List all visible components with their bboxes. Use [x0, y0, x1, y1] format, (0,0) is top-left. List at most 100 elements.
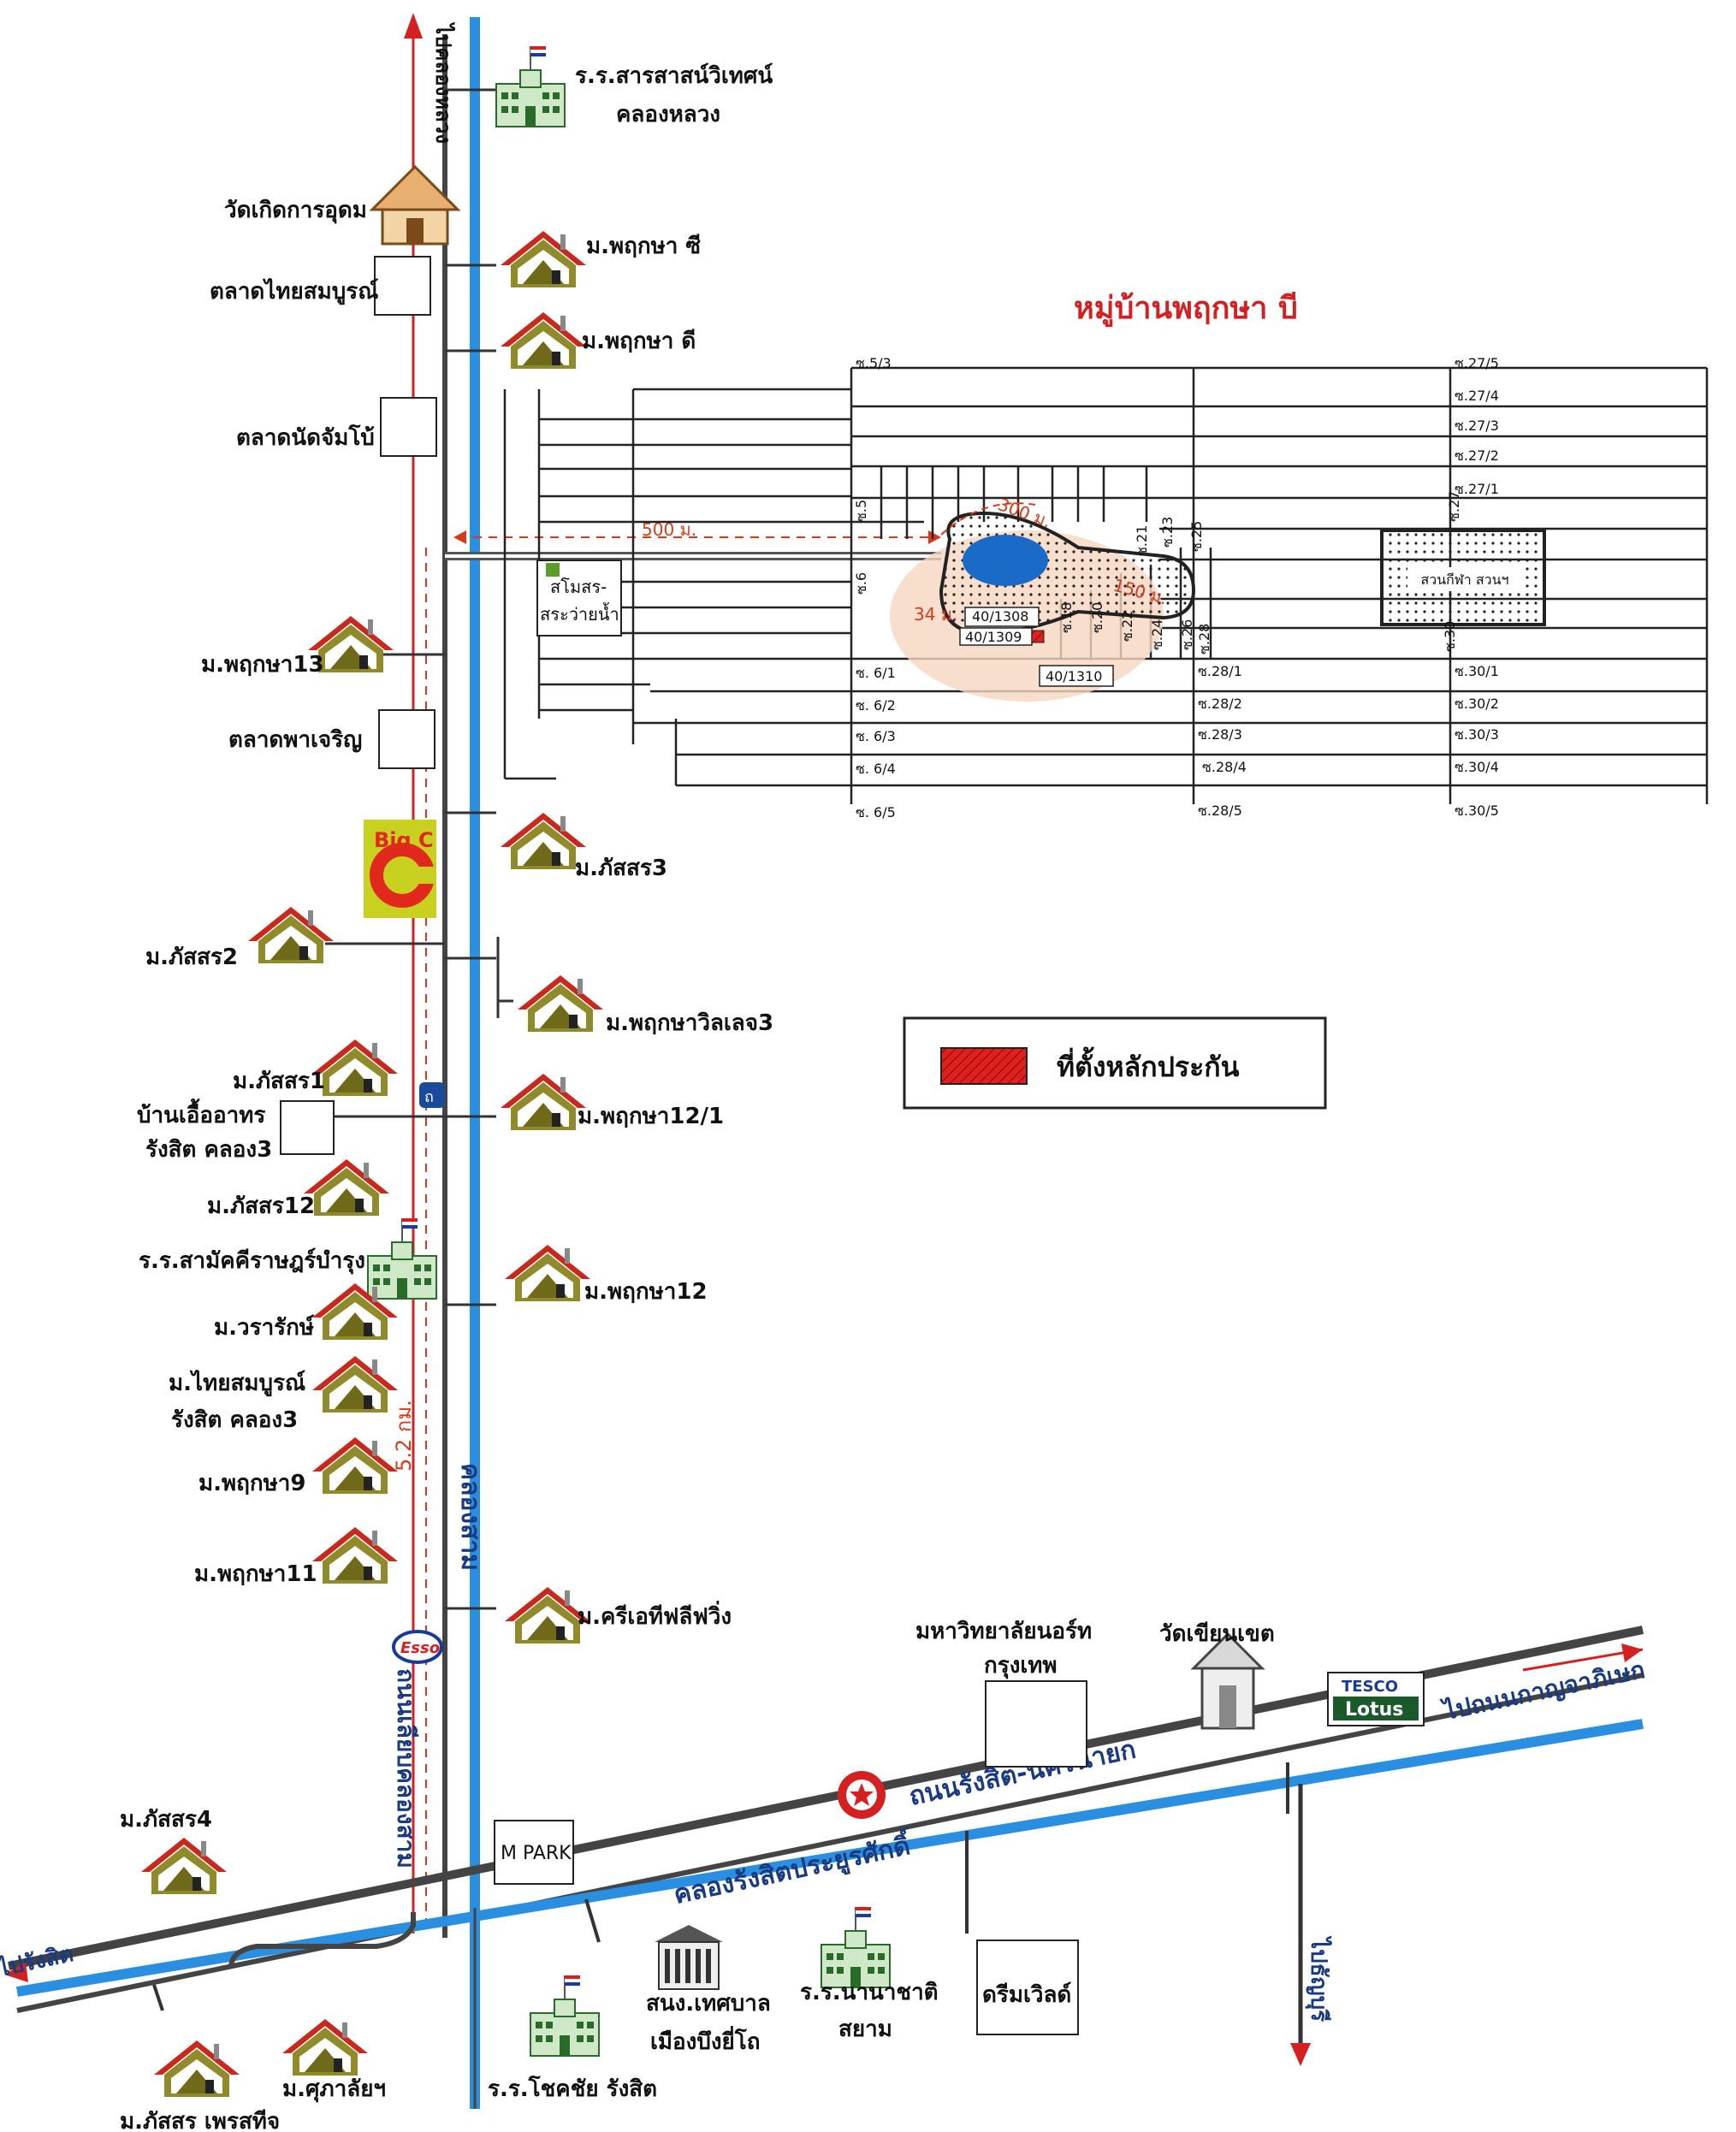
soi-label: ซ. 6/4	[856, 761, 896, 777]
tesco-lotus-logo: TESCO Lotus	[1327, 1672, 1425, 1726]
pool-label-2: สระว่ายน้ำ	[540, 602, 619, 625]
house-icon	[312, 1437, 398, 1494]
collateral-marker	[1031, 630, 1045, 643]
plot-1308: 40/1308	[972, 608, 1028, 625]
place-label: ม.ไทยสมบูรณ์	[169, 1369, 305, 1397]
place-label: คลองหลวง	[616, 102, 720, 127]
place-label: ม.ภัสสร2	[145, 945, 238, 970]
house-icon	[501, 231, 586, 287]
canal-vertical-label: คลองสาม	[455, 1463, 485, 1571]
soi-label: ซ.5	[853, 500, 869, 522]
place-label: ม.พฤกษา9	[198, 1471, 305, 1496]
house-icon	[141, 1838, 227, 1894]
house-icon	[501, 1074, 586, 1130]
soi-label: ซ.30/5	[1455, 802, 1499, 819]
soi-label: ซ.28/5	[1198, 802, 1242, 819]
school-icon	[821, 1906, 891, 1988]
direction-north: ไปคลองหลวง	[431, 21, 456, 144]
esso-logo: Esso	[392, 1630, 443, 1664]
distance-5-2: 5.2 กม.	[392, 1400, 416, 1472]
place-label: ม.พฤกษาวิลเลจ3	[606, 1010, 773, 1036]
soi-label: ซ.27/3	[1455, 418, 1499, 434]
house-icon	[304, 1159, 389, 1216]
house-icon	[312, 1039, 398, 1096]
soi-label: ซ.27/1	[1455, 481, 1499, 497]
school-icon	[530, 1975, 600, 2057]
place-label: มหาวิทยาลัยนอร์ท	[915, 1618, 1092, 1644]
soi-label: ซ. 6/3	[856, 728, 896, 744]
place-label: ม.ภัสสร เพรสทีจ	[120, 2109, 280, 2132]
place-label: วัดเขียนเขต	[1159, 1621, 1275, 1647]
soi-label: ซ.30	[1442, 621, 1458, 652]
place-label: ม.วรารักษ์	[214, 1314, 315, 1341]
place-label: ตลาดนัดจัมโบ้	[236, 423, 375, 451]
place-label: กรุงเทพ	[984, 1653, 1058, 1679]
place-label: ม.พฤกษา11	[194, 1561, 317, 1587]
east-arrow-icon	[1621, 1643, 1643, 1662]
house-icon	[505, 1245, 590, 1301]
soi-label: ซ.30/4	[1455, 759, 1499, 775]
house-icon	[518, 975, 603, 1032]
place-label: ม.ภัสสร3	[575, 856, 667, 881]
soi-label: ซ.27	[1446, 491, 1462, 522]
soi-label: ซ.30/1	[1455, 663, 1499, 679]
house-icon	[312, 1527, 398, 1584]
place-label: ม.พฤกษา ซี	[586, 234, 701, 259]
soi-label: ซ.25	[1188, 521, 1205, 552]
soi-label: ซ.27/4	[1455, 388, 1499, 404]
place-label: สนง.เทศบาล	[646, 1991, 771, 2017]
soi-label: ซ.28/4	[1202, 759, 1247, 775]
legend-swatch	[940, 1047, 1028, 1085]
soi-label: ซ. 6/2	[856, 697, 896, 714]
map-title: หมู่บ้านพฤกษา บี	[1074, 291, 1298, 328]
soi-label: ซ.28/1	[1198, 663, 1242, 679]
tesco-text: TESCO	[1342, 1678, 1398, 1696]
place-label: ม.พฤกษา12	[584, 1279, 708, 1305]
west-arrow-icon	[4, 1962, 28, 1982]
place-label: บ้านเอื้ออาทร	[137, 1098, 265, 1128]
house-icon	[154, 2040, 240, 2097]
direction-south: ไปธัญบุรี	[1305, 1935, 1333, 2022]
soi-label: ซ.21	[1134, 525, 1150, 556]
place-label: ม.พฤกษา12/1	[578, 1104, 724, 1129]
soi-label: ซ.28/2	[1198, 696, 1242, 712]
place-label: ม.ศุภาลัยฯ	[282, 2076, 386, 2103]
bigc-logo: Big C	[364, 820, 436, 918]
soi-label: ซ.18	[1058, 602, 1075, 633]
road-vertical-label: ถนนเลียบคลองสาม	[392, 1668, 420, 1868]
distance-34: 34 ม.	[914, 604, 957, 625]
municipal-icon	[655, 1925, 723, 1990]
house-icon	[312, 1356, 398, 1412]
soi-label: ซ.22	[1119, 611, 1135, 642]
house-icon	[501, 813, 586, 869]
road-horizontal-lower	[16, 1673, 1644, 2013]
house-icon	[501, 312, 586, 369]
esso-text: Esso	[400, 1639, 440, 1657]
svg-text:ถ: ถ	[424, 1088, 434, 1106]
soi-label: ซ.30/2	[1455, 696, 1499, 712]
place-label: ม.ภัสสร4	[120, 1807, 212, 1833]
plot-1310: 40/1310	[1046, 668, 1102, 684]
pool-label-1: สโมสร-	[550, 577, 607, 597]
legend-label: ที่ตั้งหลักประกัน	[1057, 1046, 1240, 1083]
place-label: วัดเกิดการอุดม	[224, 198, 367, 224]
m-park-label: M PARK	[501, 1843, 572, 1864]
place-label: ดรีมเวิลด์	[982, 1981, 1071, 2008]
soi-label: ซ.24	[1149, 619, 1165, 650]
house-icon	[248, 907, 334, 963]
soi-label: ซ. 6/1	[856, 665, 896, 681]
place-label: รังสิต คลอง3	[145, 1137, 272, 1163]
place-label: ม.ครีเอทีฟลีฟวิ่ง	[578, 1600, 732, 1630]
place-label: ร.ร.สามัคคีราษฎร์บำรุง	[139, 1247, 365, 1275]
north-arrow-icon	[404, 13, 423, 38]
park-label: สวนกีฬา สวนฯ	[1420, 571, 1508, 588]
place-label: ร.ร.โชคชัย รังสิต	[488, 2075, 657, 2102]
caltex-logo	[838, 1771, 886, 1819]
place-label: รังสิต คลอง3	[171, 1407, 298, 1433]
soi-label: ซ.27/2	[1455, 447, 1499, 464]
house-icon	[282, 2019, 368, 2076]
lotus-text: Lotus	[1345, 1699, 1403, 1720]
soi-label: ซ.27/5	[1455, 355, 1499, 371]
soi-label: ซ.5/3	[856, 355, 892, 371]
